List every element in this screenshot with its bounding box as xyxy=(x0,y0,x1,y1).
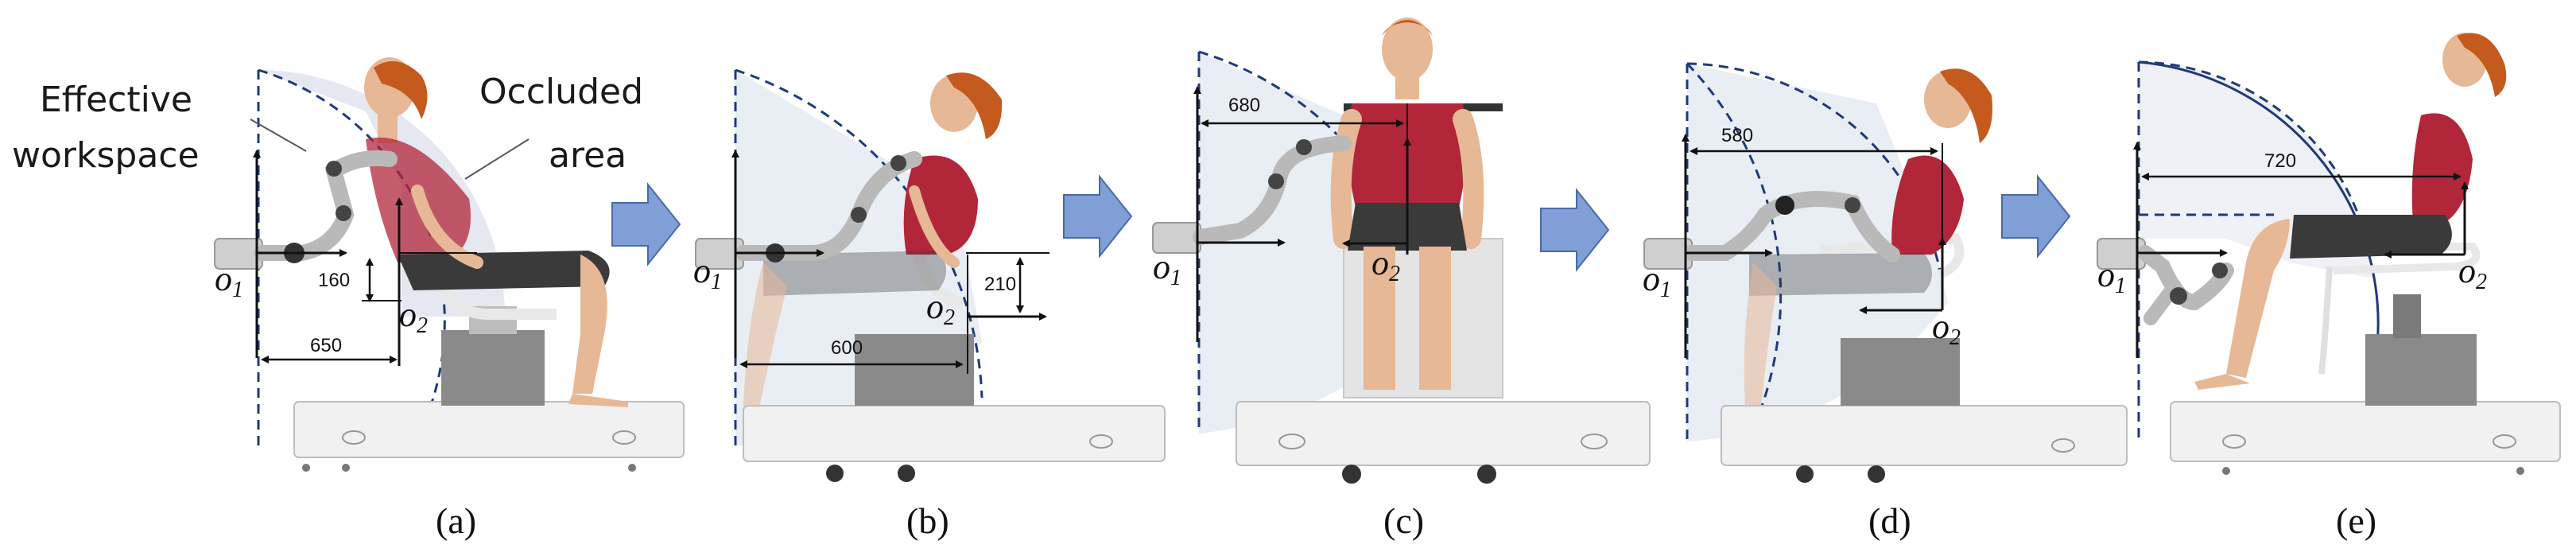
panel-d: 580 o1 o2 (d) xyxy=(1643,62,2128,541)
dim-label-600: 600 xyxy=(831,337,863,359)
rehab-chair-icon xyxy=(2318,243,2481,406)
rehab-chair-icon xyxy=(1820,233,1965,406)
origin-o1: o1 xyxy=(1643,259,1671,302)
origin-o2: o2 xyxy=(2458,251,2487,294)
robot-arm-icon xyxy=(2097,238,2234,325)
platform-hole xyxy=(342,430,366,445)
caption-e: (e) xyxy=(2336,500,2376,541)
platform-foot xyxy=(1796,465,1814,483)
robot-arm-icon xyxy=(1152,135,1352,254)
platform-foot xyxy=(826,465,844,482)
panel-e: 720 o1 o2 (e) xyxy=(2097,33,2561,541)
human-figure-icon xyxy=(364,57,628,407)
effective-workspace-leader xyxy=(250,119,307,152)
workspace-arc xyxy=(1686,62,1942,271)
caption-d: (d) xyxy=(1868,500,1911,541)
right-arrow-icon xyxy=(611,182,681,266)
robot-arm-icon xyxy=(1643,191,1900,270)
dim-label-650: 650 xyxy=(310,335,342,356)
occluded-area-label-1: Occluded xyxy=(479,72,643,112)
platform xyxy=(743,405,1166,462)
platform-foot xyxy=(2222,467,2230,475)
dim-label-210: 210 xyxy=(984,274,1016,295)
platform-foot xyxy=(342,464,350,472)
platform-hole xyxy=(1581,434,1608,449)
right-arrow-icon xyxy=(1063,174,1133,259)
workspace-arc xyxy=(2138,60,2375,279)
occluded-area-label-2: area xyxy=(549,135,627,176)
caption-a: (a) xyxy=(436,500,476,541)
effective-workspace-label-1: Effective xyxy=(40,80,192,120)
platform-hole xyxy=(612,430,636,445)
dim-label-720: 720 xyxy=(2264,150,2296,172)
caption-b: (b) xyxy=(906,500,949,541)
human-figure-icon xyxy=(2194,33,2507,390)
platform-hole xyxy=(2051,438,2075,453)
platform xyxy=(1236,401,1651,466)
panel-a: 160 650 o1 o2 Effective workspace Occlud… xyxy=(12,57,685,541)
origin-o1: o1 xyxy=(2097,255,2126,298)
human-figure-icon xyxy=(743,72,1003,407)
platform-foot xyxy=(1342,465,1361,484)
robot-arm-icon xyxy=(214,150,398,270)
platform xyxy=(2170,401,2561,462)
origin-o1: o1 xyxy=(693,251,722,294)
platform-hole xyxy=(2222,434,2246,449)
right-arrow-icon xyxy=(1540,188,1610,272)
workspace-arc xyxy=(2138,60,2380,375)
workspace-arc xyxy=(1686,62,1783,446)
platform-hole xyxy=(2493,434,2516,449)
platform-foot xyxy=(1868,465,1885,483)
platform-hole xyxy=(1089,434,1113,449)
human-figure-icon xyxy=(1744,68,1992,406)
platform-foot xyxy=(2516,467,2524,475)
robot-arm-icon xyxy=(695,151,922,270)
origin-o2: o2 xyxy=(926,287,955,330)
platform-foot xyxy=(302,464,310,472)
right-arrow-icon xyxy=(2001,174,2071,259)
origin-o2: o2 xyxy=(1932,307,1961,350)
origin-o1: o1 xyxy=(215,259,243,302)
effective-workspace-label-2: workspace xyxy=(12,135,200,176)
occluded-area-leader xyxy=(464,138,530,180)
platform xyxy=(1721,405,2128,466)
origin-o2: o2 xyxy=(399,295,428,338)
platform-hole xyxy=(1278,434,1305,449)
panel-b: 210 600 o1 o2 (b) xyxy=(693,68,1166,541)
dim-label-580: 580 xyxy=(1721,125,1753,146)
platform-foot xyxy=(628,464,636,472)
workspace-arc xyxy=(735,68,983,399)
dim-label-680: 680 xyxy=(1228,95,1260,116)
dim-label-160: 160 xyxy=(318,270,350,291)
origin-o2: o2 xyxy=(1371,243,1400,286)
caption-c: (c) xyxy=(1383,500,1424,541)
origin-o1: o1 xyxy=(1153,247,1181,290)
platform-foot xyxy=(898,465,915,482)
panel-c: 680 o1 o2 (c) xyxy=(1152,18,1651,541)
platform-foot xyxy=(1477,465,1496,484)
platform xyxy=(293,401,685,458)
